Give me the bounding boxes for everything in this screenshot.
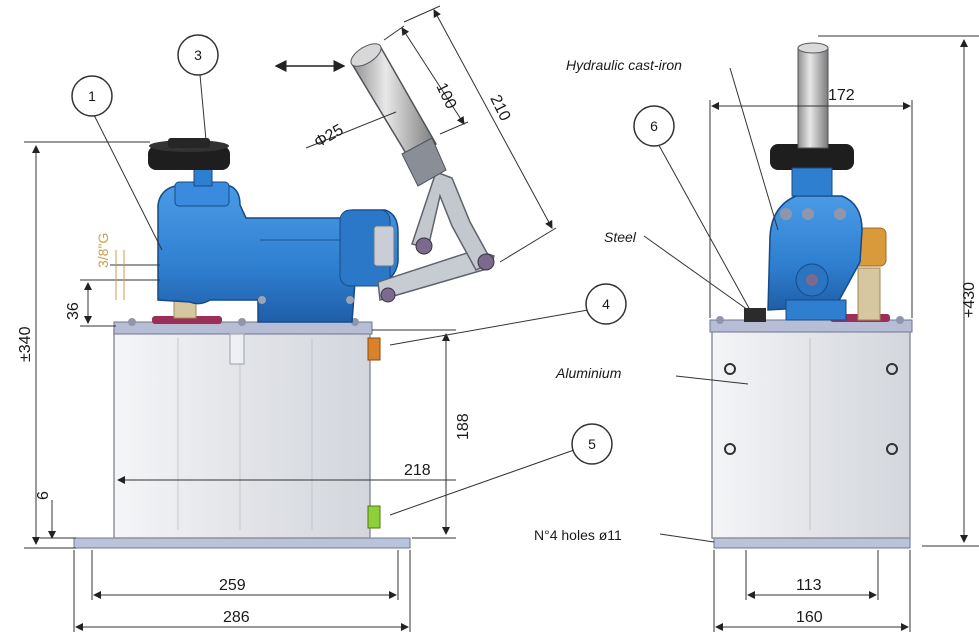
callout-3-label: 3 <box>194 47 202 63</box>
label-holes: N°4 holes ø11 <box>534 527 622 543</box>
dim-side-base-width: 160 <box>796 609 823 626</box>
callout-5: 5 <box>571 423 613 465</box>
fitting-4 <box>367 337 381 361</box>
side-view <box>643 35 979 632</box>
label-cast-iron: Hydraulic cast-iron <box>566 57 682 73</box>
front-base-plate <box>73 537 411 549</box>
dim-base-thickness: 6 <box>35 491 52 500</box>
callout-6-label: 6 <box>650 118 658 134</box>
label-aluminium: Aluminium <box>555 365 622 381</box>
dim-tank-width: 218 <box>404 462 431 479</box>
side-pump-body <box>767 195 863 311</box>
side-tank <box>711 329 911 539</box>
dim-stroke: 100 <box>432 80 459 112</box>
front-tank <box>113 329 371 539</box>
callout-6: 6 <box>633 105 675 147</box>
label-steel: Steel <box>604 229 637 245</box>
fitting-5 <box>367 505 381 529</box>
dim-thread: 3/8"G <box>95 233 111 268</box>
dim-side-height: +430 <box>961 282 978 318</box>
dim-total-height: ±340 <box>17 326 34 362</box>
callout-3: 3 <box>177 34 219 76</box>
callout-4-label: 4 <box>602 296 610 312</box>
steel-block <box>744 308 766 322</box>
callout-4: 4 <box>585 283 627 325</box>
pump-body <box>157 167 399 323</box>
dim-side-width: 172 <box>828 87 855 104</box>
dim-lever: 210 <box>486 92 513 124</box>
side-base <box>713 537 911 549</box>
dim-diameter: Φ25 <box>312 121 347 151</box>
callout-5-label: 5 <box>588 436 596 452</box>
callout-1-label: 1 <box>88 88 96 104</box>
dim-base-length: 286 <box>223 609 250 626</box>
side-handle-tube <box>797 47 829 149</box>
release-knob <box>148 138 230 170</box>
front-flange <box>152 316 222 324</box>
callout-1: 1 <box>71 75 113 117</box>
front-view <box>24 5 589 632</box>
dim-side-hole-spacing: 113 <box>796 577 822 594</box>
dim-tank-height: 188 <box>455 413 472 440</box>
dim-port-height: 36 <box>65 302 82 320</box>
dim-hole-spacing: 259 <box>219 577 246 594</box>
